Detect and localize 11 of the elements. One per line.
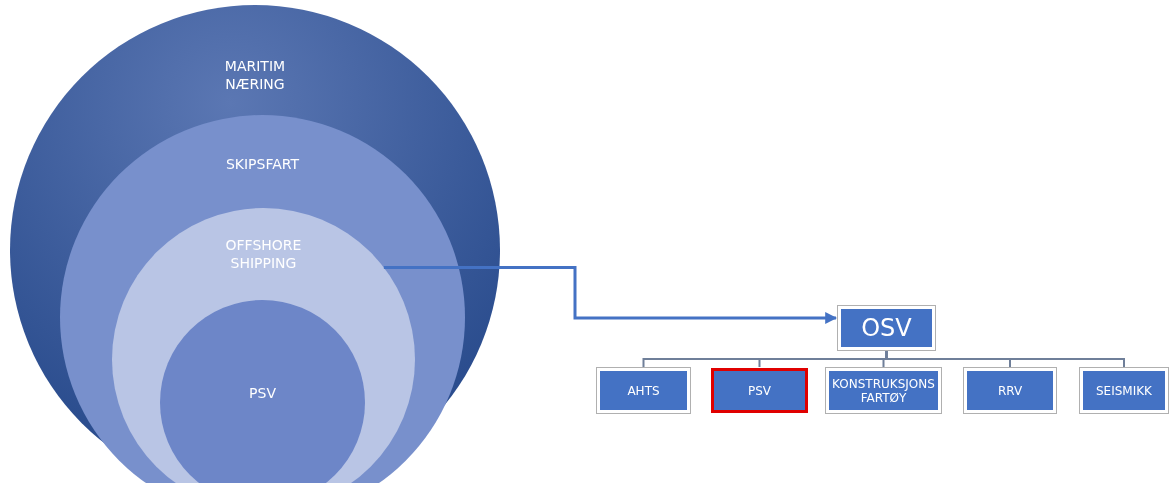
root-box: OSV [838,306,935,350]
category-box: AHTS [597,368,690,413]
category-box: SEISMIKK [1080,368,1168,413]
highlighted-category-box: PSV [711,368,808,413]
category-box: KONSTRUKSJONS FARTØY [826,368,941,413]
arrow [383,266,838,324]
circle-label: OFFSHORE SHIPPING [224,236,303,272]
circle-label: PSV [249,384,276,402]
circle-label: MARITIM NÆRING [223,57,287,93]
category-box: RRV [964,368,1056,413]
circle-label: SKIPSFART [225,155,300,173]
